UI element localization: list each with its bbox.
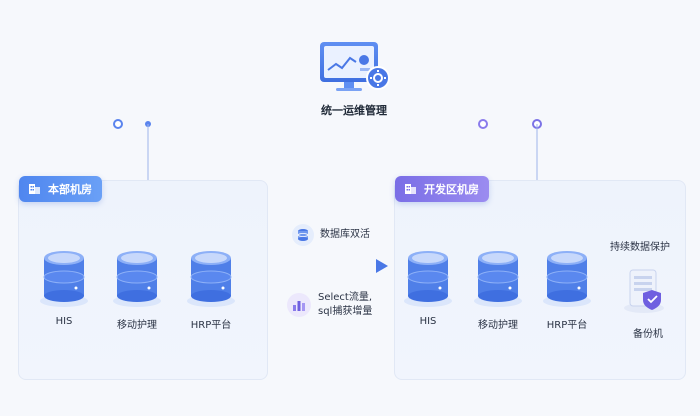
node-label: 移动护理	[478, 320, 518, 331]
database-sync-icon	[292, 224, 314, 250]
backup-label: 备份机	[633, 329, 663, 340]
protect-label: 持续数据保护	[610, 242, 670, 253]
node-label: HIS	[419, 316, 437, 327]
backup-server-icon	[622, 268, 670, 318]
database-icon	[185, 246, 237, 312]
capture-label-2: sql捕获增量	[318, 306, 373, 317]
ops-monitor-icon	[312, 38, 396, 100]
database-icon	[472, 246, 524, 312]
right-room-name: 开发区机房	[424, 183, 479, 196]
left-room-name: 本部机房	[48, 183, 92, 196]
node-label: HRP平台	[190, 320, 232, 331]
node-label: HRP平台	[546, 320, 588, 331]
ops-title: 统一运维管理	[321, 104, 387, 117]
building-icon	[404, 181, 417, 197]
building-icon	[28, 181, 41, 197]
node-label: 移动护理	[117, 320, 157, 331]
database-icon	[402, 246, 454, 312]
database-icon	[111, 246, 163, 312]
node-label: HIS	[55, 316, 73, 327]
right-room-tag: 开发区机房	[395, 176, 489, 202]
left-room-tag: 本部机房	[19, 176, 102, 202]
sync-label: 数据库双活	[320, 229, 370, 240]
capture-label-1: Select流量,	[318, 292, 373, 303]
traffic-chart-icon	[287, 293, 311, 321]
database-icon	[38, 246, 90, 312]
database-icon	[541, 246, 593, 312]
